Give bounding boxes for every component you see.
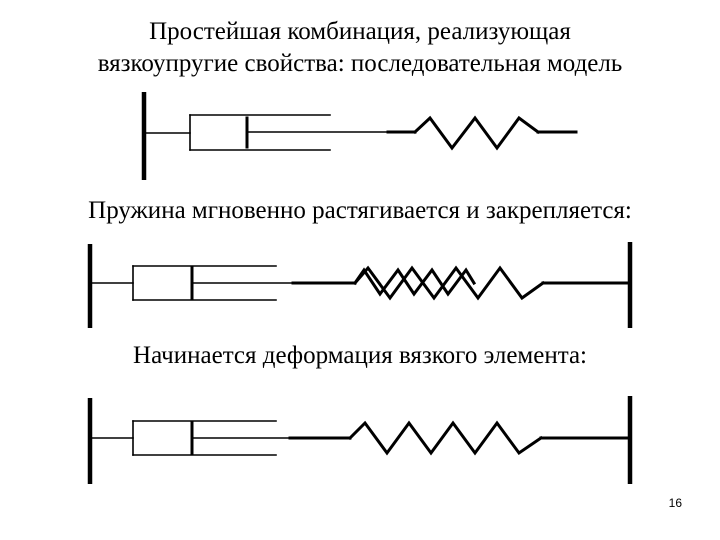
dashpot (189, 114, 389, 151)
caption-spring-stretch: Пружина мгновенно растягивается и закреп… (88, 197, 632, 224)
slide-title: Простейшая комбинация, реализующая вязко… (0, 16, 720, 80)
spring-stretched (352, 265, 546, 301)
diagram-spring-stretched (87, 242, 633, 328)
dashpot (132, 420, 291, 456)
spring (412, 115, 541, 151)
diagram-series-model (141, 92, 578, 180)
title-line-1: Простейшая комбинация, реализующая (149, 18, 571, 45)
title-line-2: вязкоупругие свойства: последовательная … (97, 50, 623, 77)
spring (347, 420, 544, 456)
dashpot (132, 265, 294, 301)
caption-viscous-deformation: Начинается деформация вязкого элемента: (133, 342, 587, 369)
spring-initial-position (352, 267, 477, 297)
page-number: 16 (668, 496, 682, 510)
diagram-viscous-deformation (87, 396, 633, 484)
